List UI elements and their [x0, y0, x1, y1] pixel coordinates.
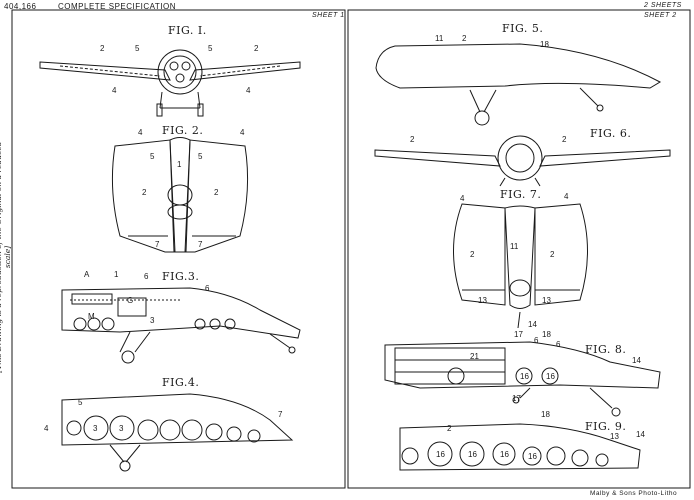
fig4-title: FIG.4. — [162, 376, 200, 389]
ref-label: 5 — [198, 152, 203, 161]
ref-label: 4 — [460, 194, 465, 203]
ref-label: 16 — [436, 450, 445, 459]
ref-label: A — [84, 270, 90, 279]
fig5-drawing — [375, 43, 662, 126]
ref-label: 5 — [78, 398, 83, 407]
ref-label: 5 — [135, 44, 140, 53]
fig6-drawing — [374, 135, 671, 187]
fig7-title: FIG. 7. — [500, 188, 542, 201]
ref-label: 5 — [208, 44, 213, 53]
fig2-title: FIG. 2. — [162, 124, 204, 137]
fig9-drawing — [399, 423, 641, 471]
ref-label: 16 — [468, 450, 477, 459]
fig3-drawing — [61, 287, 301, 364]
footer-credit: Malby & Sons Photo-Litho — [590, 490, 678, 497]
ref-label: 16 — [546, 372, 555, 381]
fig1-drawing — [39, 49, 301, 117]
ref-label: 3 — [93, 424, 98, 433]
ref-label: 17 — [512, 394, 521, 403]
fig7-drawing — [453, 203, 588, 329]
ref-label: 14 — [636, 430, 645, 439]
ref-label: 2 — [254, 44, 259, 53]
ref-label: 16 — [500, 450, 509, 459]
fig9-title: FIG. 9. — [585, 420, 627, 433]
fig1-title: FIG. I. — [168, 24, 207, 37]
ref-label: 2 — [214, 188, 219, 197]
ref-label: 4 — [112, 86, 117, 95]
ref-label: 3 — [150, 316, 155, 325]
ref-label: 2 — [410, 135, 415, 144]
ref-label: 2 — [550, 250, 555, 259]
ref-label: 4 — [240, 128, 245, 137]
ref-label: 4 — [44, 424, 49, 433]
ref-label: 18 — [541, 410, 550, 419]
ref-label: 17 — [514, 330, 523, 339]
sheet-left-label: SHEET 1 — [312, 12, 345, 19]
ref-label: 13 — [610, 432, 619, 441]
spec-title: COMPLETE SPECIFICATION — [58, 2, 176, 11]
ref-label: 14 — [528, 320, 537, 329]
ref-label: 6 — [144, 272, 149, 281]
fig8-drawing — [384, 341, 661, 417]
fig4-drawing — [61, 393, 294, 472]
ref-label: 5 — [150, 152, 155, 161]
sheets-total: 2 SHEETS — [644, 2, 682, 9]
sheet-right-label: SHEET 2 — [644, 12, 677, 19]
ref-label: 1 — [177, 160, 182, 169]
ref-label: 4 — [564, 192, 569, 201]
ref-label: 21 — [470, 352, 479, 361]
ref-label: 16 — [520, 372, 529, 381]
ref-label: 6 — [556, 340, 561, 349]
ref-label: 7 — [198, 240, 203, 249]
ref-label: 13 — [542, 296, 551, 305]
ref-label: 7 — [278, 410, 283, 419]
ref-label: 14 — [632, 356, 641, 365]
fig8-title: FIG. 8. — [585, 343, 627, 356]
ref-label: 7 — [155, 240, 160, 249]
ref-label: 6 — [205, 284, 210, 293]
ref-label: 4 — [246, 86, 251, 95]
ref-label: 2 — [447, 424, 452, 433]
ref-label: 2 — [462, 34, 467, 43]
ref-label: 11 — [510, 242, 519, 251]
ref-label: 18 — [542, 330, 551, 339]
ref-label: 2 — [142, 188, 147, 197]
ref-label: 6 — [534, 336, 539, 345]
ref-label: 3 — [119, 424, 124, 433]
ref-label: 16 — [528, 452, 537, 461]
ref-label: M — [88, 312, 95, 321]
ref-label: 1 — [114, 270, 119, 279]
patent-number: 404,166 — [4, 2, 37, 11]
ref-label: 11 — [435, 34, 444, 43]
ref-label: 4 — [138, 128, 143, 137]
fig5-title: FIG. 5. — [502, 22, 544, 35]
ref-label: 13 — [478, 296, 487, 305]
sheet-2-frame — [347, 9, 691, 489]
ref-label: 2 — [562, 135, 567, 144]
fig6-title: FIG. 6. — [590, 127, 632, 140]
fig2-drawing — [111, 137, 249, 253]
ref-label: 2 — [100, 44, 105, 53]
ref-label: G — [127, 296, 134, 305]
ref-label: 2 — [470, 250, 475, 259]
fig3-title: FIG.3. — [162, 270, 200, 283]
ref-label: 18 — [540, 40, 549, 49]
sheet-1-frame — [11, 9, 346, 489]
